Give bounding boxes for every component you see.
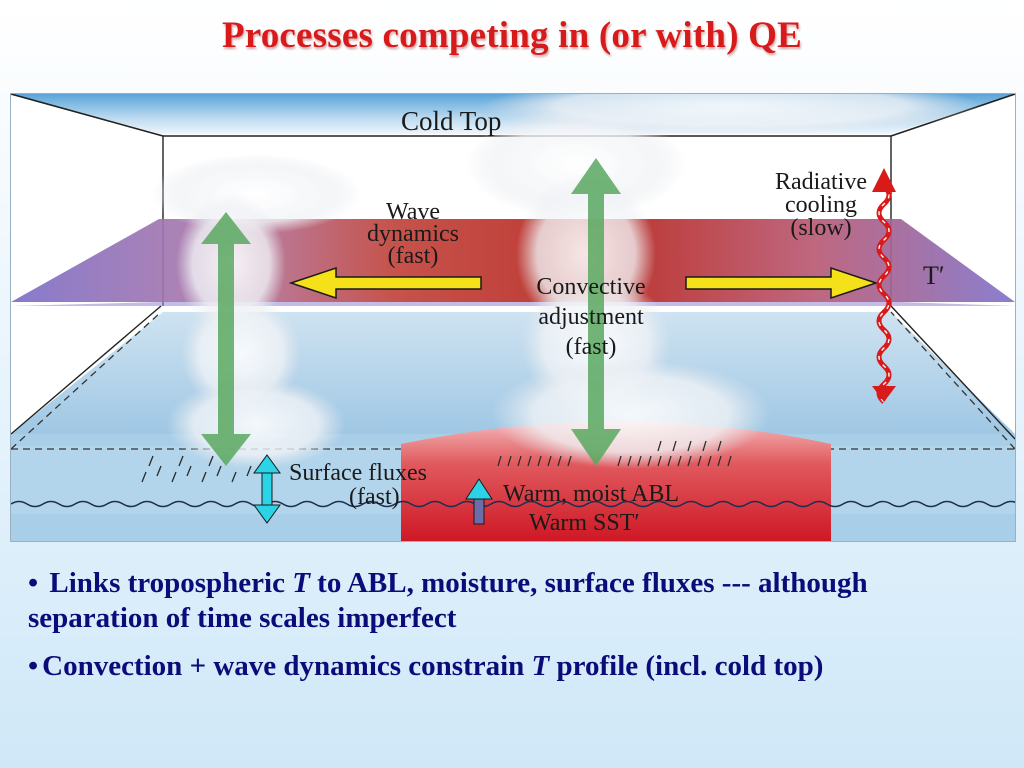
red-wavy-arrow — [872, 168, 896, 404]
cyan-arrow-surface-fluxes — [253, 454, 281, 524]
label-wave-dynamics-2: dynamics — [367, 221, 459, 247]
label-warm-sst: Warm SST′ — [529, 510, 640, 536]
label-convective-adjustment-3: (fast) — [566, 334, 617, 360]
qe-processes-diagram: Cold Top Wave dynamics (fast) Convective… — [10, 93, 1016, 542]
label-surface-fluxes-1: Surface fluxes — [289, 460, 427, 486]
label-wave-dynamics-3: (fast) — [388, 243, 439, 269]
label-t-prime: T′ — [923, 261, 945, 290]
green-arrow-center — [571, 158, 621, 466]
bullet-text-var: T — [292, 567, 310, 599]
label-convective-adjustment-2: adjustment — [538, 304, 644, 330]
bullet-item: • Links tropospheric T to ABL, moisture,… — [28, 566, 988, 636]
rain-streaks-right — [497, 440, 732, 467]
label-radiative-cooling-2: cooling — [785, 192, 857, 218]
label-radiative-cooling-1: Radiative — [775, 169, 867, 195]
bullet-text-prefix: Links tropospheric — [49, 567, 293, 599]
bullet-text-var: T — [531, 650, 550, 682]
page-title: Processes competing in (or with) QE — [221, 15, 803, 56]
bullet-text-suffix: profile (incl. cold top) — [549, 650, 824, 682]
label-surface-fluxes-2: (fast) — [349, 484, 400, 510]
rain-streaks-left — [141, 455, 252, 483]
label-warm-moist-abl: Warm, moist ABL — [503, 481, 679, 507]
bullet-text-prefix: Convection + wave dynamics constrain — [42, 650, 532, 682]
label-convective-adjustment-1: Convective — [536, 274, 645, 300]
label-cold-top: Cold Top — [401, 106, 501, 136]
green-arrow-left — [201, 212, 251, 466]
bullet-text-suffix: to ABL, moisture, surface fluxes --- alt… — [28, 567, 868, 634]
bullet-dot-icon: • — [28, 650, 39, 682]
label-radiative-cooling-3: (slow) — [790, 215, 851, 241]
cyan-arrow-abl — [465, 478, 493, 525]
bullet-dot-icon: • — [28, 567, 39, 599]
yellow-arrow-right — [685, 266, 879, 300]
yellow-arrow-left — [288, 266, 482, 300]
bullet-list: • Links tropospheric T to ABL, moisture,… — [28, 566, 988, 697]
label-wave-dynamics-1: Wave — [386, 199, 440, 225]
bullet-item: •Convection + wave dynamics constrain T … — [28, 649, 988, 684]
